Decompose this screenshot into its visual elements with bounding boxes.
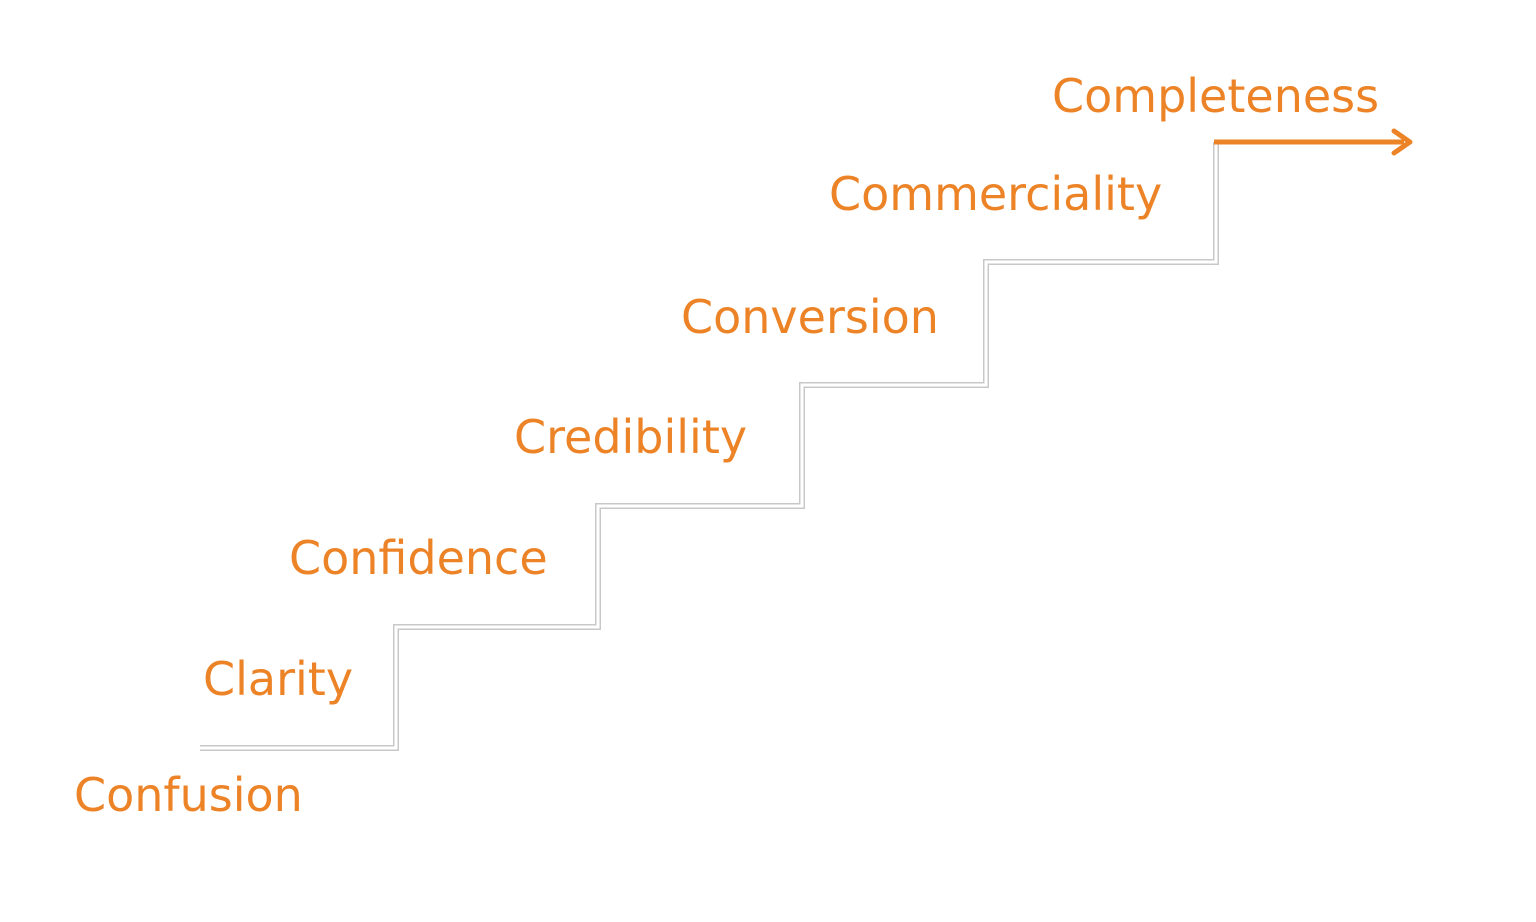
step-label-clarity: Clarity (203, 652, 354, 706)
step-label-commerciality: Commerciality (829, 167, 1163, 221)
arrow-right-icon (1214, 128, 1413, 156)
step-label-conversion: Conversion (681, 290, 939, 344)
step-label-confusion: Confusion (74, 768, 303, 822)
staircase-line (200, 142, 1219, 751)
step-label-credibility: Credibility (514, 410, 748, 464)
step-label-completeness: Completeness (1052, 69, 1380, 123)
step-label-confidence: Confidence (289, 531, 548, 585)
staircase-inner-line (200, 142, 1218, 750)
arrow-head (1391, 128, 1413, 156)
